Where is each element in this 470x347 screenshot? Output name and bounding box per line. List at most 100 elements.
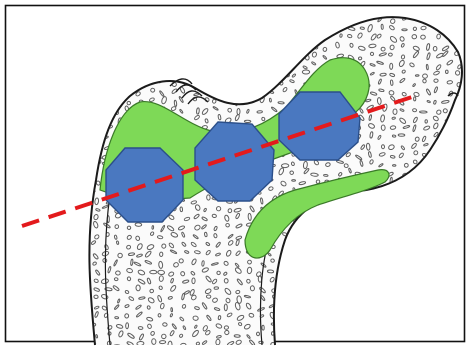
trabecula-mark xyxy=(224,52,229,56)
trabecula-mark xyxy=(150,54,154,59)
trabecula-mark xyxy=(291,268,296,272)
trabecula-mark xyxy=(84,285,88,292)
trabecula-mark xyxy=(239,36,245,43)
trabecula-mark xyxy=(126,42,129,48)
trabecula-mark xyxy=(448,244,453,249)
trabecula-mark xyxy=(95,73,99,77)
trabecula-mark xyxy=(357,325,365,330)
trabecula-mark xyxy=(345,269,349,274)
trabecula-mark xyxy=(314,27,319,31)
trabecula-mark xyxy=(338,267,343,273)
trabecula-mark xyxy=(443,196,450,199)
trabecula-mark xyxy=(235,64,241,70)
trabecula-mark xyxy=(358,232,364,238)
trabecula-mark xyxy=(366,305,374,310)
trabecula-mark xyxy=(367,191,372,195)
trabecula-mark xyxy=(420,207,427,211)
trabecula-mark xyxy=(300,36,307,41)
trabecula-mark xyxy=(82,52,89,59)
trabecula-mark xyxy=(102,114,108,120)
trabecula-mark xyxy=(424,163,430,169)
trabecula-mark xyxy=(455,111,463,114)
trabecula-mark xyxy=(311,34,315,39)
trabecula-mark xyxy=(138,34,141,41)
trabecula-mark xyxy=(383,313,387,319)
trabecula-mark xyxy=(445,224,448,228)
trabecula-mark xyxy=(377,330,382,336)
trabecula-mark xyxy=(356,16,362,21)
trabecula-mark xyxy=(332,223,338,226)
trabecula-mark xyxy=(256,91,263,96)
trabecula-mark xyxy=(237,73,241,77)
trabecula-mark xyxy=(104,27,108,34)
trabecula-mark xyxy=(312,278,317,285)
trabecula-mark xyxy=(300,261,308,268)
trabecula-mark xyxy=(327,243,333,251)
trabecula-mark xyxy=(247,36,253,43)
trabecula-mark xyxy=(367,287,374,295)
trabecula-mark xyxy=(322,269,329,274)
trabecula-mark xyxy=(272,79,276,84)
trabecula-mark xyxy=(439,225,441,229)
trabecula-mark xyxy=(422,302,430,309)
trabecula-mark xyxy=(339,335,342,339)
trabecula-mark xyxy=(84,74,89,79)
trabecula-mark xyxy=(125,35,129,39)
trabecula-mark xyxy=(344,278,351,286)
trabecula-mark xyxy=(372,333,375,337)
trabecula-mark xyxy=(259,71,263,74)
trabecula-mark xyxy=(282,306,289,311)
trabecula-mark xyxy=(456,115,463,120)
trabecula-mark xyxy=(80,145,88,152)
trabecula-mark xyxy=(447,260,453,268)
trabecula-mark xyxy=(294,343,297,347)
trabecula-mark xyxy=(337,252,342,257)
trabecula-mark xyxy=(295,16,299,23)
trabecula-mark xyxy=(392,207,396,211)
trabecula-mark xyxy=(348,343,355,347)
trabecula-mark xyxy=(379,323,386,329)
trabecula-mark xyxy=(83,127,87,133)
trabecula-mark xyxy=(212,36,217,39)
trabecula-mark xyxy=(447,234,450,241)
trabecula-mark xyxy=(104,50,106,57)
trabecula-mark xyxy=(382,343,385,347)
trabecula-mark xyxy=(268,70,273,75)
trabecula-mark xyxy=(392,186,397,192)
trabecula-mark xyxy=(104,82,107,86)
trabecula-mark xyxy=(348,286,355,294)
trabecula-mark xyxy=(371,323,376,326)
trabecula-mark xyxy=(158,27,163,33)
trabecula-mark xyxy=(280,35,285,37)
trabecula-mark xyxy=(194,52,201,56)
trabecula-mark xyxy=(335,261,341,268)
trabecula-mark xyxy=(216,63,221,68)
trabecula-mark xyxy=(95,143,100,148)
trabecula-mark xyxy=(425,296,432,301)
trabecula-mark xyxy=(437,269,441,275)
trabecula-mark xyxy=(424,17,430,21)
trabecula-mark xyxy=(180,45,187,50)
trabecula-mark xyxy=(278,297,284,305)
trabecula-mark xyxy=(447,163,452,169)
trabecula-mark xyxy=(247,44,252,50)
trabecula-mark xyxy=(434,320,440,326)
trabecula-mark xyxy=(343,252,351,258)
trabecula-mark xyxy=(435,144,440,151)
trabecula-mark xyxy=(459,287,464,292)
trabecula-mark xyxy=(226,89,232,92)
trabecula-mark xyxy=(357,315,362,323)
trabecula-mark xyxy=(81,260,85,264)
trabecula-mark xyxy=(345,258,351,263)
trabecula-mark xyxy=(432,195,437,200)
trabecula-mark xyxy=(259,56,264,61)
trabecula-mark xyxy=(293,249,298,255)
trabecula-mark xyxy=(162,70,165,75)
trabecula-mark xyxy=(411,321,415,329)
trabecula-mark xyxy=(116,89,120,96)
trabecula-mark xyxy=(115,19,118,23)
trabecula-mark xyxy=(458,296,461,300)
trabecula-mark xyxy=(366,221,374,228)
trabecula-mark xyxy=(83,26,91,33)
trabecula-mark xyxy=(96,108,101,111)
